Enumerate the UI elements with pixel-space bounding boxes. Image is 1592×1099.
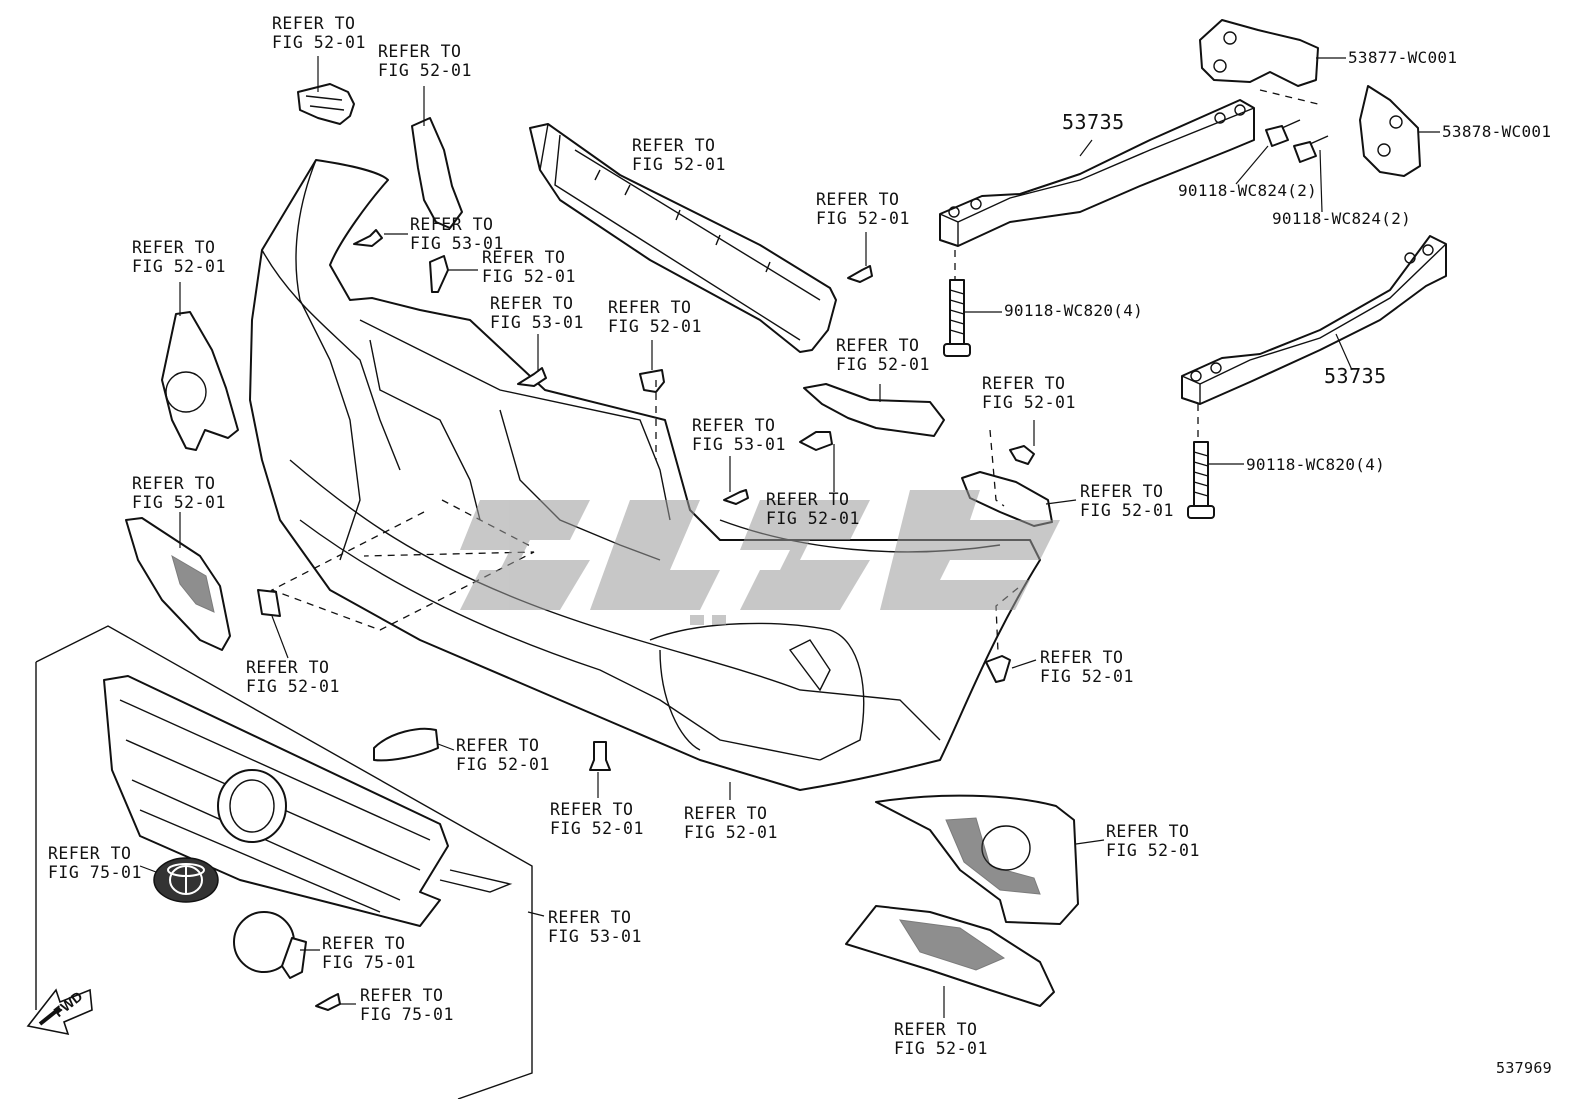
dashed-guides bbox=[270, 89, 1319, 653]
upper-radiator-grille bbox=[529, 123, 837, 353]
screw-2 bbox=[517, 367, 547, 387]
push-clip-1 bbox=[639, 369, 665, 393]
grille-group-outline bbox=[35, 625, 533, 1099]
bolt-90118-WC824-a bbox=[1265, 119, 1301, 147]
fwd-arrow-icon bbox=[26, 988, 93, 1036]
lower-grille-insert bbox=[845, 905, 1055, 1007]
figure-number: 537969 bbox=[1496, 1059, 1552, 1077]
side-retainer-upper bbox=[411, 117, 463, 229]
fog-lamp-cover-right bbox=[875, 794, 1079, 925]
bolt-90118-WC824-b bbox=[1293, 135, 1329, 163]
part-number-53877: 53877-WC001 bbox=[1348, 48, 1458, 67]
emblem-plate-small bbox=[373, 727, 439, 762]
screw-5 bbox=[1009, 445, 1035, 465]
screw-7 bbox=[315, 993, 341, 1011]
bolt-90118-WC820-lower bbox=[1187, 441, 1215, 519]
part-number-90118-wc820-b: 90118-WC820(4) bbox=[1246, 455, 1386, 474]
part-number-53878: 53878-WC001 bbox=[1442, 122, 1552, 141]
watermark-logo bbox=[460, 490, 1060, 625]
push-clip-2 bbox=[985, 655, 1011, 683]
bolt-clip-2 bbox=[799, 431, 833, 451]
clip-left bbox=[257, 589, 281, 617]
part-number-53735-upper: 53735 bbox=[1062, 110, 1125, 134]
front-grille-assembly bbox=[103, 675, 513, 927]
inner-support-bracket bbox=[803, 383, 945, 437]
leader-lines bbox=[139, 56, 1440, 1018]
sensor-cover-round bbox=[233, 911, 307, 979]
part-number-90118-wc824-a: 90118-WC824(2) bbox=[1178, 181, 1318, 200]
part-number-90118-wc824-b: 90118-WC824(2) bbox=[1272, 209, 1412, 228]
part-number-90118-wc820-a: 90118-WC820(4) bbox=[1004, 301, 1144, 320]
front-bumper-cover bbox=[249, 159, 1041, 791]
screw-6 bbox=[589, 741, 611, 771]
side-mount-bracket-left bbox=[161, 311, 239, 451]
screw-1 bbox=[353, 229, 383, 247]
mount-bracket-lower bbox=[1359, 85, 1421, 177]
toyota-emblem bbox=[153, 857, 219, 903]
upper-bracket-left bbox=[297, 83, 355, 125]
reinforcement-beam-lower bbox=[1181, 235, 1447, 405]
screw-3 bbox=[847, 265, 873, 283]
screw-4 bbox=[723, 489, 749, 505]
bolt-clip-1 bbox=[429, 255, 449, 293]
bolt-90118-WC820-upper bbox=[943, 279, 971, 357]
mount-bracket-upper bbox=[1199, 19, 1319, 87]
lower-side-cover-left bbox=[125, 517, 231, 651]
reinforcement-beam-upper bbox=[939, 99, 1255, 247]
part-number-53735-lower: 53735 bbox=[1324, 364, 1387, 388]
